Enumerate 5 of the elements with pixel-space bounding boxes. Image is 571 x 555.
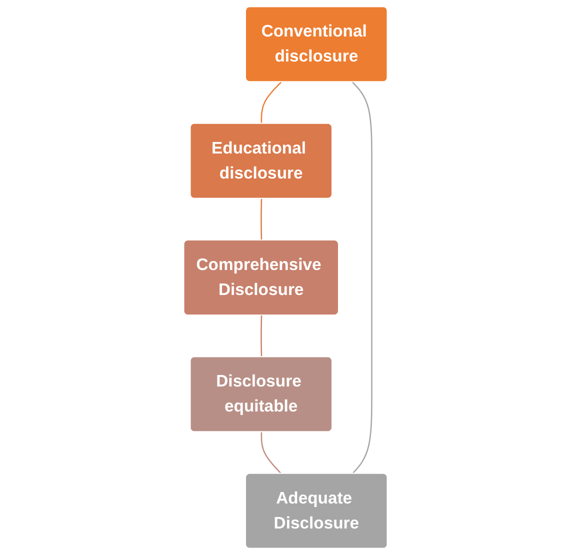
connector xyxy=(260,198,262,240)
connector xyxy=(352,82,372,474)
connector xyxy=(260,82,282,124)
connector xyxy=(260,315,262,358)
connector xyxy=(260,432,282,474)
